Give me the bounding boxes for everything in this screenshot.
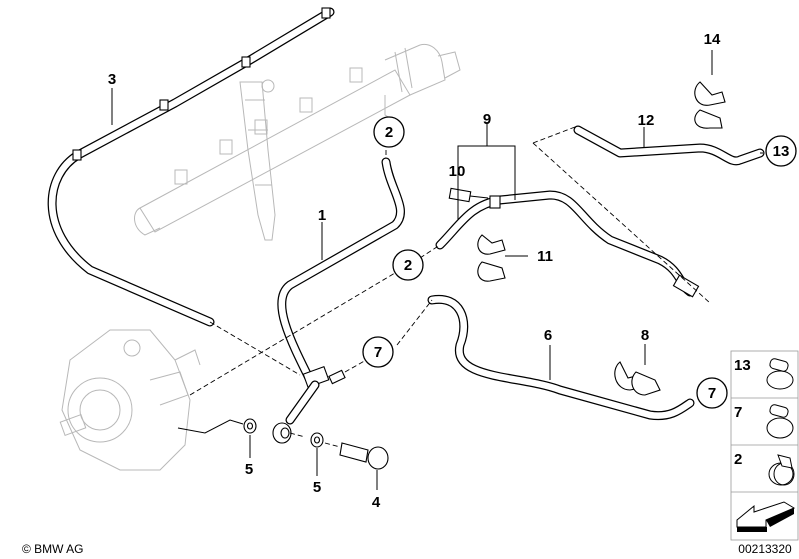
label-part-5-left: 5 (245, 461, 253, 478)
legend-number-7: 7 (734, 404, 742, 421)
legend-number-2: 2 (734, 451, 742, 468)
washer-part-5-right[interactable] (310, 432, 324, 448)
label-part-1: 1 (318, 207, 326, 224)
high-pressure-pump-ghost (59, 329, 201, 471)
copyright-text: © BMW AG (22, 542, 84, 556)
label-part-14: 14 (704, 31, 721, 48)
callout-2-middle-text: 2 (404, 257, 412, 274)
callout-13[interactable]: 13 (765, 135, 797, 167)
legend-item-13[interactable]: 13 (734, 357, 794, 390)
hose-clamp-spring-icon (768, 454, 795, 486)
hose-clamp-screw-icon (766, 404, 794, 439)
fuel-line-part-9[interactable] (435, 190, 700, 298)
hollow-bolt-part-4[interactable] (339, 442, 389, 470)
callout-13-text: 13 (773, 143, 790, 160)
hose-clamp-screw-icon (766, 358, 794, 390)
direction-arrow-icon (736, 501, 796, 532)
callout-2-middle[interactable]: 2 (392, 249, 424, 281)
common-rail-ghost (134, 43, 461, 236)
leak-off-line-part-3[interactable] (47, 7, 335, 327)
label-part-8: 8 (641, 327, 649, 344)
label-part-9: 9 (483, 111, 491, 128)
label-part-11: 11 (537, 248, 553, 265)
legend-box: 13 7 2 (730, 350, 799, 541)
banjo-fitting[interactable] (272, 422, 292, 444)
clip-part-11[interactable] (477, 234, 506, 282)
drawing-number: 00213320 (738, 542, 792, 556)
sensor-part-10[interactable] (448, 187, 489, 203)
callout-2-top[interactable]: 2 (373, 116, 405, 148)
callout-7-right[interactable]: 7 (696, 377, 728, 409)
clip-part-14[interactable] (694, 81, 726, 129)
label-part-6: 6 (544, 327, 552, 344)
legend-item-7[interactable]: 7 (734, 404, 794, 439)
washer-part-5-left[interactable] (243, 418, 257, 434)
injector-ghost (239, 79, 276, 241)
callout-7-left-text: 7 (374, 344, 382, 361)
label-part-5-right: 5 (313, 479, 321, 496)
label-part-12: 12 (638, 112, 655, 129)
fuel-hose-part-1[interactable] (277, 157, 405, 425)
label-part-4: 4 (372, 494, 381, 511)
legend-item-2[interactable]: 2 (734, 451, 795, 486)
callout-7-right-text: 7 (708, 385, 716, 402)
clip-part-8[interactable] (614, 361, 661, 396)
callout-2-top-text: 2 (385, 124, 393, 141)
callout-7-left[interactable]: 7 (362, 336, 394, 368)
leader-lines (111, 50, 763, 490)
fuel-line-part-12[interactable] (573, 125, 765, 166)
legend-number-13: 13 (734, 357, 751, 374)
label-part-10: 10 (449, 163, 466, 180)
label-part-3: 3 (108, 71, 116, 88)
fuel-hose-part-6[interactable] (427, 294, 695, 421)
